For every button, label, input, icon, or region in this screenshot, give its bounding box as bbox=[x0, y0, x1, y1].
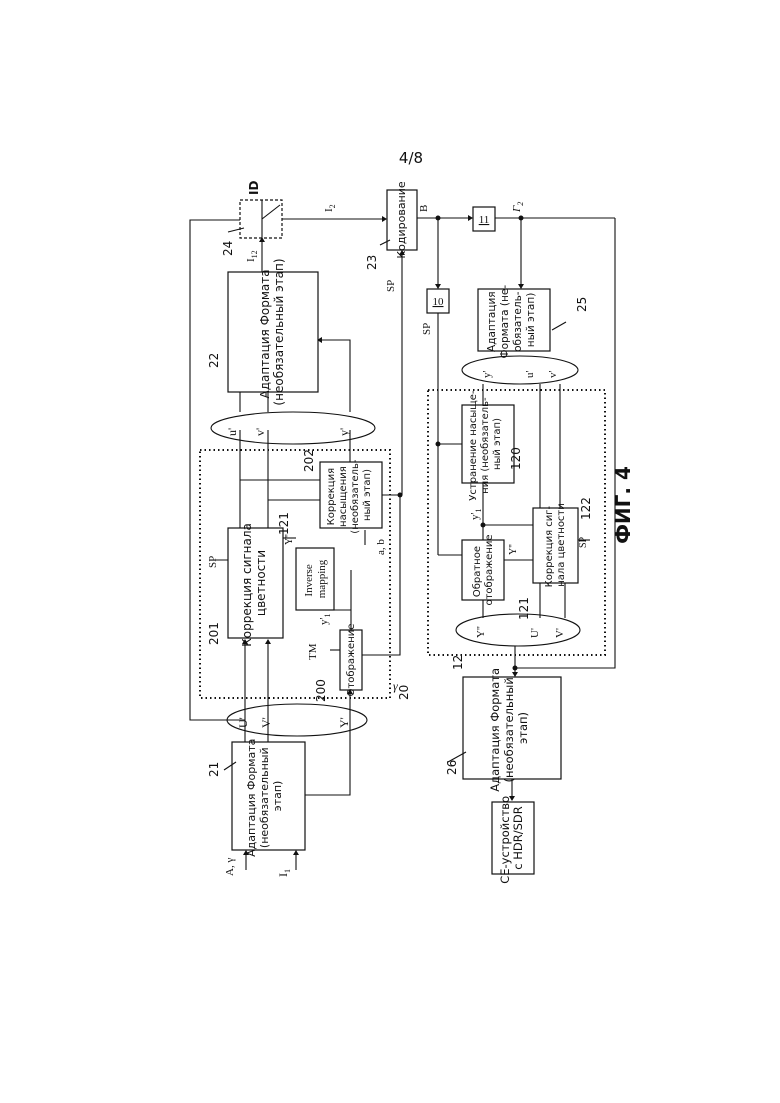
input-a-gamma: A, γ bbox=[224, 858, 236, 876]
label-Gamma2: Γ2 bbox=[511, 202, 525, 213]
block-10-label: 10 bbox=[433, 296, 445, 308]
block-120-label: Устранение насыще- ния (необязатель- ный… bbox=[468, 387, 503, 500]
input-I1: I1 bbox=[276, 869, 292, 877]
ref-25: 25 bbox=[575, 297, 589, 312]
ref-21: 21 bbox=[207, 762, 221, 777]
label-bot-y: y' bbox=[481, 371, 493, 379]
ref-120: 120 bbox=[509, 447, 523, 470]
block-coding-label: Кодирование bbox=[395, 181, 408, 259]
ref-23: 23 bbox=[365, 255, 379, 270]
label-U-prime: U' bbox=[236, 717, 250, 728]
ref-20: 20 bbox=[397, 685, 411, 700]
block-22-label: Адаптация Формата (необязательный этап) bbox=[258, 258, 286, 405]
label-v-prime: v' bbox=[253, 428, 267, 436]
block-121b-label: Обратное отображение bbox=[472, 534, 495, 605]
label-Y-dbl: Y'' bbox=[284, 534, 295, 545]
label-bot-V: V' bbox=[554, 628, 566, 638]
label-ID: ID bbox=[247, 181, 261, 195]
ref-12: 12 bbox=[451, 655, 465, 670]
label-bot-Ydbl: Y'' bbox=[475, 626, 487, 638]
label-bot-U: U' bbox=[529, 628, 541, 638]
block-200-label: Отображение bbox=[346, 624, 357, 697]
switch-24 bbox=[240, 200, 282, 238]
block-11-label: 11 bbox=[479, 214, 490, 226]
label-SP-201: SP bbox=[207, 556, 219, 568]
ref-121: 121 bbox=[277, 512, 291, 535]
label-bot-v: v' bbox=[547, 371, 559, 379]
label-bot-u: u' bbox=[524, 371, 536, 379]
input-TM: TM bbox=[307, 643, 319, 660]
label-B: B bbox=[418, 205, 430, 212]
block-121b-inverse-mapping bbox=[462, 540, 504, 600]
label-y1: y'1 bbox=[318, 614, 332, 625]
label-SP-122: SP bbox=[578, 536, 589, 548]
label-gamma: γ bbox=[393, 679, 398, 693]
label-bot-y1: y'1 bbox=[469, 509, 483, 520]
label-Y-prime: Y' bbox=[337, 717, 351, 728]
label-y-prime: y' bbox=[337, 428, 351, 436]
label-I12: I12 bbox=[245, 250, 259, 262]
ref-22: 22 bbox=[207, 353, 221, 368]
block-121-inverse-mapping bbox=[296, 548, 334, 610]
ellipse-yuv-decoded bbox=[462, 356, 578, 384]
leader-25 bbox=[552, 322, 566, 330]
ref-122: 122 bbox=[579, 497, 593, 520]
ref-121b: 121 bbox=[517, 597, 531, 620]
block-122-label: Коррекция сиг- нала цветности bbox=[544, 503, 567, 588]
ref-202: 202 bbox=[302, 449, 316, 472]
block-25-label: Адаптация Формата (не- обязатель- ный эт… bbox=[486, 282, 537, 359]
ref-201: 201 bbox=[207, 622, 221, 645]
ref-200: 200 bbox=[314, 679, 328, 702]
block-121-label: Inverse mapping bbox=[303, 559, 328, 598]
ref-26: 26 bbox=[445, 760, 459, 775]
ref-24: 24 bbox=[221, 241, 235, 256]
label-bot-Ydbl2: Y'' bbox=[508, 544, 519, 555]
label-u-prime: u' bbox=[225, 428, 239, 436]
page-number: 4/8 bbox=[399, 149, 423, 167]
line-y-22 bbox=[318, 340, 350, 412]
label-I2: I2 bbox=[323, 204, 337, 212]
input-a-b: a, b bbox=[375, 539, 387, 555]
label-SP-10: SP bbox=[421, 323, 433, 335]
label-SP-coding: SP bbox=[385, 280, 397, 292]
label-V-prime: V' bbox=[259, 717, 273, 728]
